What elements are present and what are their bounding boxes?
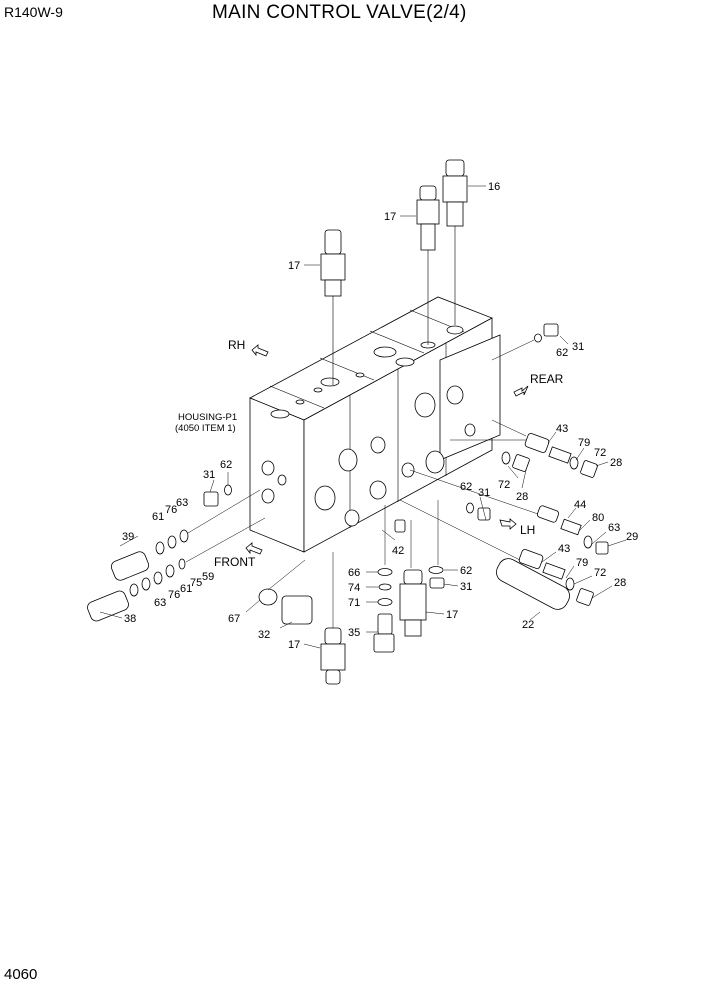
callout-66: 66 — [348, 567, 360, 579]
callout-43-b: 43 — [558, 543, 570, 555]
direction-rear: REAR — [530, 372, 564, 386]
callout-72-b: 72 — [498, 479, 510, 491]
callout-59: 59 — [202, 571, 214, 583]
callout-38: 38 — [124, 613, 136, 625]
callout-63-left: 63 — [176, 497, 188, 509]
model-code: R140W-9 — [4, 4, 63, 20]
plug-42 — [394, 519, 406, 533]
spool-end-upper — [491, 419, 598, 478]
relief-valve-16 — [442, 159, 468, 325]
direction-arrows — [245, 344, 529, 555]
relief-valve-17-left — [320, 229, 346, 385]
callout-74: 74 — [348, 582, 360, 594]
spool-end-lower — [518, 549, 594, 606]
plug-31-top — [491, 323, 559, 361]
callout-28-a: 28 — [610, 457, 622, 469]
callout-62-left: 62 — [220, 459, 232, 471]
callout-17-top: 17 — [384, 211, 396, 223]
plug-31-bottom-center — [428, 566, 445, 589]
callout-63-bottom: 63 — [154, 597, 166, 609]
spool-38 — [87, 558, 186, 622]
callout-22: 22 — [522, 619, 534, 631]
rh-arrow-icon — [251, 344, 269, 357]
callout-61-left: 61 — [152, 511, 164, 523]
callout-62-bottom-center: 62 — [460, 565, 472, 577]
relief-valve-17-bottom-right — [399, 569, 427, 637]
spool-22 — [496, 558, 570, 610]
valve-housing — [249, 296, 501, 553]
callout-42: 42 — [392, 545, 404, 557]
callout-72-c: 72 — [594, 567, 606, 579]
callout-28-c: 28 — [614, 577, 626, 589]
direction-rh: RH — [228, 338, 245, 352]
spool-end-middle — [536, 505, 609, 555]
callout-63-right: 63 — [608, 522, 620, 534]
housing-label-line2: (4050 ITEM 1) — [175, 423, 236, 434]
callout-28-b: 28 — [516, 491, 528, 503]
relief-valve-17-bottom — [320, 627, 346, 685]
callout-61-bottom: 61 — [180, 583, 192, 595]
callout-76-bottom: 76 — [168, 589, 180, 601]
valve-35 — [373, 613, 395, 653]
callout-17-bottom-right: 17 — [446, 609, 458, 621]
callout-79-a: 79 — [578, 437, 590, 449]
callout-43-a: 43 — [556, 423, 568, 435]
plug-31-mid — [466, 502, 491, 521]
page-number: 4060 — [4, 966, 38, 983]
plug-28-mid — [501, 451, 530, 472]
callout-32: 32 — [258, 629, 270, 641]
callout-62-mid: 62 — [460, 481, 472, 493]
callout-75: 75 — [190, 577, 202, 589]
direction-front: FRONT — [214, 555, 256, 569]
callout-31-mid: 31 — [478, 487, 490, 499]
callout-29: 29 — [626, 531, 638, 543]
direction-lh: LH — [520, 523, 535, 537]
callout-76-left: 76 — [165, 504, 177, 516]
callout-62-top: 62 — [556, 347, 568, 359]
callout-31-top: 31 — [572, 341, 584, 353]
assembly-lines — [185, 439, 539, 628]
callout-17-bottom: 17 — [288, 639, 300, 651]
lh-arrow-icon — [499, 518, 517, 530]
callout-leaders — [99, 185, 627, 649]
callout-67: 67 — [228, 613, 240, 625]
housing-label-line1: HOUSING-P1 — [178, 412, 237, 423]
plug-32 — [258, 588, 313, 625]
callout-79-b: 79 — [576, 557, 588, 569]
relief-valve-17-top — [416, 185, 440, 345]
o-ring-stack — [377, 568, 393, 606]
callout-44: 44 — [574, 499, 586, 511]
callout-71: 71 — [348, 597, 360, 609]
callout-16: 16 — [488, 181, 500, 193]
callout-35: 35 — [348, 627, 360, 639]
callout-17-left: 17 — [288, 260, 300, 272]
callout-31-bottom-center: 31 — [460, 581, 472, 593]
callout-39: 39 — [122, 531, 134, 543]
front-arrow-icon — [245, 542, 263, 555]
page-title: MAIN CONTROL VALVE(2/4) — [212, 2, 467, 23]
rear-arrow-icon — [513, 385, 529, 397]
callout-31-left: 31 — [203, 469, 215, 481]
callout-80: 80 — [592, 512, 604, 524]
plug-31-left — [203, 484, 232, 507]
callout-72-a: 72 — [594, 447, 606, 459]
spool-39 — [110, 529, 189, 581]
